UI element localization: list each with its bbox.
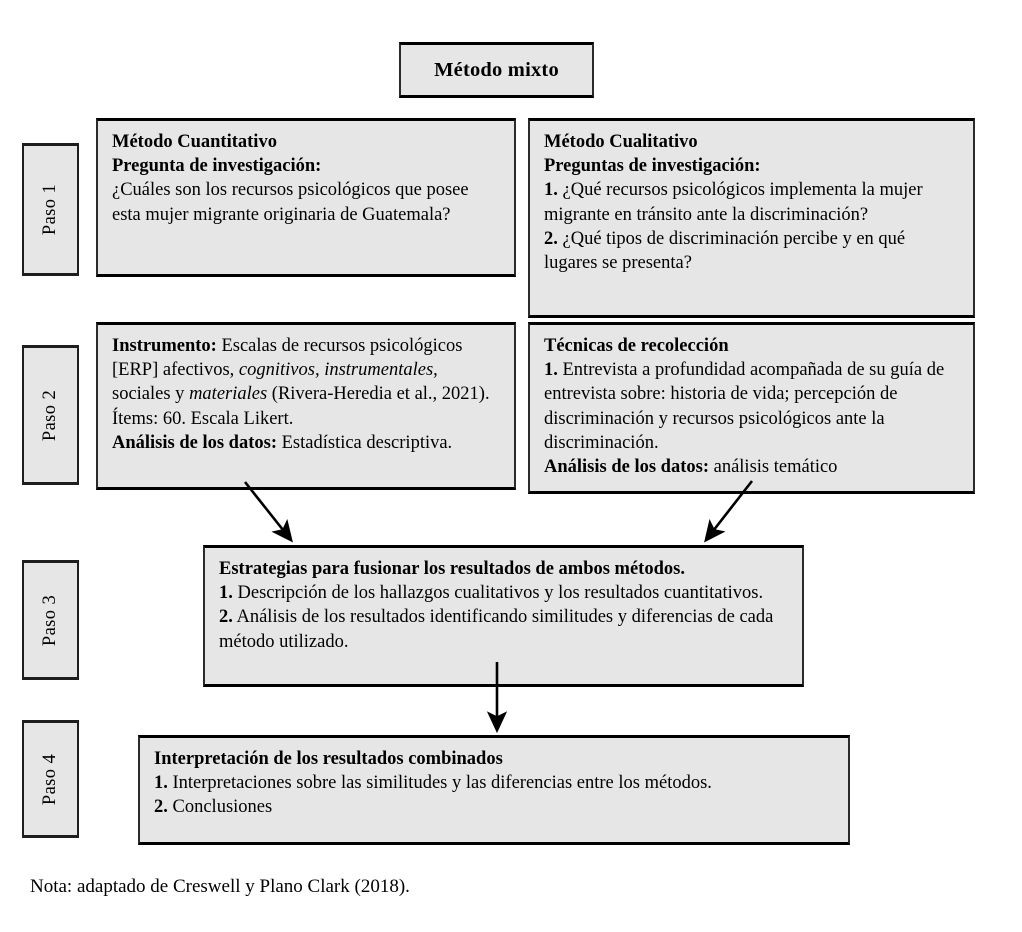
fusion-item-1: 1. Descripción de los hallazgos cualitat… xyxy=(219,581,788,605)
instrument-paragraph: Instrumento: Escalas de recursos psicoló… xyxy=(112,334,500,431)
step-label-paso-4: Paso 4 xyxy=(22,720,79,838)
qualitative-question-2-text: ¿Qué tipos de discriminación percibe y e… xyxy=(544,228,906,274)
interpretation-heading: Interpretación de los resultados combina… xyxy=(154,747,834,771)
qualitative-question-2-number: 2. xyxy=(544,228,558,249)
instrument-label: Instrumento: xyxy=(112,336,217,356)
quantitative-subheading-text: Pregunta de investigación: xyxy=(112,156,322,177)
interpretation-box: Interpretación de los resultados combina… xyxy=(138,735,850,845)
qualitative-subheading-text: Preguntas de investigación: xyxy=(544,156,761,177)
fusion-item-2-number: 2. xyxy=(219,607,233,628)
techniques-heading-text: Técnicas de recolección xyxy=(544,336,729,356)
step-label-paso-1: Paso 1 xyxy=(22,143,79,276)
qualitative-question-1-number: 1. xyxy=(544,180,558,201)
fusion-item-2-text: Análisis de los resultados identificando… xyxy=(219,607,774,652)
step-label-paso-2-text: Paso 2 xyxy=(39,389,60,441)
techniques-analysis-text: análisis temático xyxy=(709,457,838,478)
diagram-title-box: Método mixto xyxy=(399,42,594,98)
step-label-paso-3: Paso 3 xyxy=(22,560,79,680)
instrument-text-part-3: (Rivera-Heredia et al., 2021). Ítems: 60… xyxy=(112,384,490,429)
instrument-text-part-1: Escalas de recursos psicológicos [ERP] a… xyxy=(112,336,463,381)
fusion-item-1-text: Descripción de los hallazgos cualitativo… xyxy=(232,583,764,604)
qualitative-heading: Método Cualitativo xyxy=(544,130,959,154)
fusion-item-2: 2. Análisis de los resultados identifica… xyxy=(219,605,788,653)
step-label-paso-3-text: Paso 3 xyxy=(39,594,60,646)
quantitative-heading: Método Cuantitativo xyxy=(112,130,500,154)
techniques-analysis: Análisis de los datos: análisis temático xyxy=(544,455,959,479)
interpretation-item-1-number: 1. xyxy=(154,773,168,794)
quantitative-method-box: Método Cuantitativo Pregunta de investig… xyxy=(96,118,516,277)
qualitative-question-2: 2. ¿Qué tipos de discriminación percibe … xyxy=(544,227,959,275)
qualitative-subheading: Preguntas de investigación: xyxy=(544,154,959,178)
qualitative-heading-text: Método Cualitativo xyxy=(544,132,698,152)
interpretation-item-1-text: Interpretaciones sobre las similitudes y… xyxy=(167,773,712,794)
instrument-box: Instrumento: Escalas de recursos psicoló… xyxy=(96,322,516,490)
page-title: Método mixto xyxy=(434,58,559,81)
qualitative-question-1-text: ¿Qué recursos psicológicos implementa la… xyxy=(544,180,923,225)
step-label-paso-1-text: Paso 1 xyxy=(39,183,60,236)
instrument-text-part-2: , sociales y xyxy=(112,360,438,405)
step-label-paso-4-text: Paso 4 xyxy=(39,753,60,805)
fusion-item-1-number: 1. xyxy=(219,583,233,604)
instrument-analysis-text: Estadística descriptiva. xyxy=(277,432,453,453)
interpretation-item-1: 1. Interpretaciones sobre las similitude… xyxy=(154,771,834,795)
fusion-heading: Estrategias para fusionar los resultados… xyxy=(219,557,788,581)
interpretation-item-2-text: Conclusiones xyxy=(167,797,273,818)
instrument-italic-1: cognitivos, instrumentales xyxy=(238,360,434,381)
techniques-item-1-text: Entrevista a profundidad acompañada de s… xyxy=(544,360,945,453)
quantitative-question: ¿Cuáles son los recursos psicológicos qu… xyxy=(112,180,469,225)
techniques-item-1-number: 1. xyxy=(544,360,558,381)
arrow-diagonal-down-right-icon xyxy=(243,481,293,543)
instrument-analysis: Análisis de los datos: Estadística descr… xyxy=(112,431,500,455)
collection-techniques-box: Técnicas de recolección 1. Entrevista a … xyxy=(528,322,975,494)
qualitative-method-box: Método Cualitativo Preguntas de investig… xyxy=(528,118,975,318)
quantitative-subheading: Pregunta de investigación: xyxy=(112,154,500,178)
fusion-strategies-box: Estrategias para fusionar los resultados… xyxy=(203,545,804,687)
fusion-heading-text: Estrategias para fusionar los resultados… xyxy=(219,559,685,579)
step-label-paso-2: Paso 2 xyxy=(22,345,79,485)
interpretation-item-2-number: 2. xyxy=(154,797,168,818)
instrument-analysis-label: Análisis de los datos: xyxy=(112,432,277,453)
techniques-heading: Técnicas de recolección xyxy=(544,334,959,358)
source-note: Nota: adaptado de Creswell y Plano Clark… xyxy=(30,876,410,897)
instrument-italic-2: materiales xyxy=(189,384,268,405)
techniques-analysis-label: Análisis de los datos: xyxy=(544,457,709,478)
quantitative-heading-text: Método Cuantitativo xyxy=(112,132,277,152)
interpretation-heading-text: Interpretación de los resultados combina… xyxy=(154,749,503,769)
techniques-item-1: 1. Entrevista a profundidad acompañada d… xyxy=(544,358,959,455)
interpretation-item-2: 2. Conclusiones xyxy=(154,795,834,819)
qualitative-question-1: 1. ¿Qué recursos psicológicos implementa… xyxy=(544,178,959,226)
